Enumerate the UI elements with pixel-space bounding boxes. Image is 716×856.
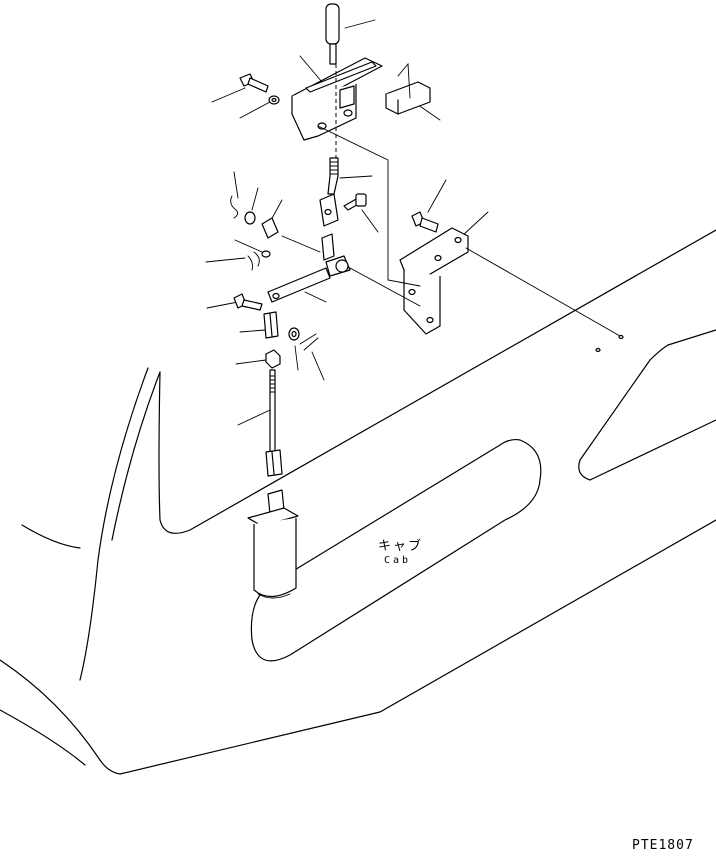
leader-lines — [205, 19, 489, 426]
washer-and-cotter-pin — [288, 327, 319, 351]
bolt-middle-right — [343, 193, 367, 211]
pin-and-washer-left — [230, 195, 279, 271]
cab-body-outline — [0, 229, 716, 775]
guide-plate — [291, 57, 383, 141]
bellcrank-lever — [267, 233, 351, 303]
bracket-mount — [399, 227, 469, 335]
bolt-bracket — [411, 211, 439, 233]
drawing-code: PTE1807 — [632, 838, 694, 853]
rubber-block — [385, 62, 431, 115]
connection-lines — [281, 125, 624, 353]
bolt-upper-left — [239, 73, 280, 105]
cab-label-english: Cab — [384, 555, 412, 566]
pin-bolt-left — [233, 293, 263, 311]
clevis-lower — [263, 311, 279, 339]
nut — [265, 349, 281, 369]
control-lever — [325, 3, 340, 65]
cab-label-japanese: キャブ — [378, 539, 424, 554]
clevis-upper — [319, 193, 339, 227]
threaded-rod-upper — [327, 157, 339, 195]
threaded-rod-lower — [265, 369, 283, 477]
cylinder-actuator — [247, 489, 299, 599]
